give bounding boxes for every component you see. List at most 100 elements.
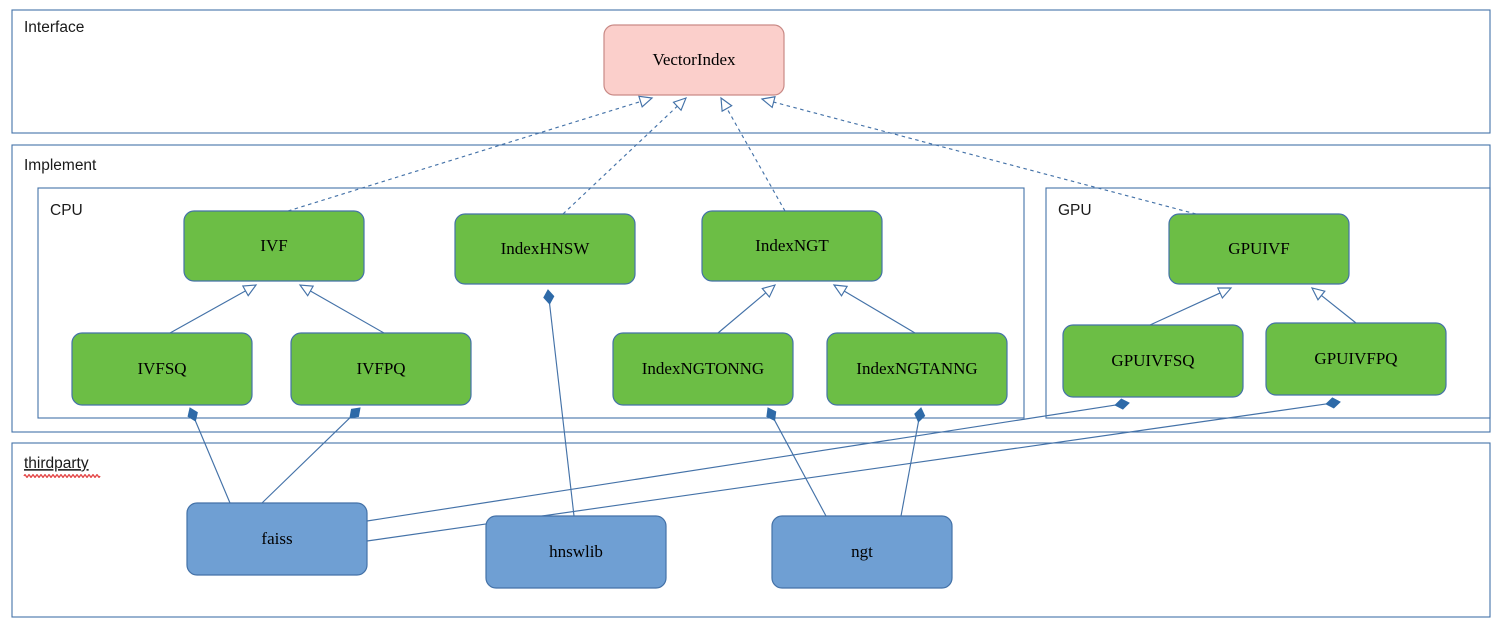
edge-line-gpuivfpq-gpuivf xyxy=(1320,294,1357,324)
edge-line-ivfpq-ivf xyxy=(309,289,385,334)
composition-diamond-icon xyxy=(1114,398,1130,410)
class-box-indexngtanng[interactable] xyxy=(826,332,1008,406)
edge-faiss-gpuivfsq xyxy=(366,398,1130,522)
class-label-gpuivf: GPUIVF xyxy=(1228,239,1289,258)
class-node-hnswlib[interactable]: hnswlib xyxy=(485,515,667,589)
class-box-ivfsq[interactable] xyxy=(71,332,253,406)
edge-line-faiss-gpuivfsq xyxy=(366,404,1117,522)
class-box-gpuivf[interactable] xyxy=(1168,213,1350,285)
package-label-gpu: GPU xyxy=(1058,202,1092,219)
class-box-indexhnsw[interactable] xyxy=(454,213,636,285)
class-box-gpuivfpq[interactable] xyxy=(1265,322,1447,396)
edge-line-indexngtanng-indexngt xyxy=(843,290,916,334)
class-node-indexngtanng[interactable]: IndexNGTANNG xyxy=(826,332,1008,406)
composition-diamond-icon xyxy=(1325,397,1341,409)
edge-line-hnswlib-indexhnsw xyxy=(548,302,575,517)
class-label-faiss: faiss xyxy=(261,529,292,548)
class-box-ngt[interactable] xyxy=(771,515,953,589)
edge-faiss-ivfpq xyxy=(261,407,361,504)
inheritance-arrowhead-icon xyxy=(298,284,315,297)
class-node-ngt[interactable]: ngt xyxy=(771,515,953,589)
inheritance-arrowhead-icon xyxy=(832,284,849,297)
class-box-gpuivfsq[interactable] xyxy=(1062,324,1244,398)
package-label-interface: Interface xyxy=(24,19,84,36)
inheritance-arrowhead-icon xyxy=(1310,287,1326,301)
spellcheck-squiggle-icon xyxy=(23,474,101,478)
class-box-faiss[interactable] xyxy=(186,502,368,576)
edge-hnswlib-indexhnsw xyxy=(543,289,575,517)
edge-gpuivfsq-gpuivf xyxy=(1149,287,1233,326)
edge-line-faiss-ivfpq xyxy=(261,416,352,504)
class-box-ivf[interactable] xyxy=(183,210,365,282)
inheritance-arrowhead-icon xyxy=(241,284,258,297)
package-label-thirdparty: thirdparty xyxy=(24,455,89,472)
inheritance-arrowhead-icon xyxy=(1216,287,1233,300)
class-label-indexngtanng: IndexNGTANNG xyxy=(856,359,977,378)
inheritance-arrowhead-icon xyxy=(672,97,688,112)
class-label-gpuivfsq: GPUIVFSQ xyxy=(1111,351,1194,370)
class-node-indexngtonng[interactable]: IndexNGTONNG xyxy=(612,332,794,406)
edge-ivf-vectorindex xyxy=(287,95,654,212)
composition-diamond-icon xyxy=(187,407,198,422)
class-label-ivfpq: IVFPQ xyxy=(356,359,405,378)
edge-indexhnsw-vectorindex xyxy=(562,97,688,215)
class-node-ivfsq[interactable]: IVFSQ xyxy=(71,332,253,406)
class-node-ivfpq[interactable]: IVFPQ xyxy=(290,332,472,406)
edge-indexngt-vectorindex xyxy=(720,96,786,212)
class-label-hnswlib: hnswlib xyxy=(549,542,603,561)
class-label-indexngt: IndexNGT xyxy=(755,236,829,255)
edge-line-faiss-ivfsq xyxy=(194,419,231,504)
edge-line-gpuivf-vectorindex xyxy=(772,101,1197,215)
class-label-indexhnsw: IndexHNSW xyxy=(501,239,591,258)
edge-ngt-indexngtonng xyxy=(766,407,827,517)
class-box-hnswlib[interactable] xyxy=(485,515,667,589)
class-node-vectorindex[interactable]: VectorIndex xyxy=(603,24,785,96)
edge-indexngtonng-indexngt xyxy=(717,284,777,334)
composition-diamond-icon xyxy=(766,407,777,422)
edge-line-ngt-indexngtonng xyxy=(773,419,827,517)
class-label-ivf: IVF xyxy=(260,236,287,255)
edge-line-gpuivfsq-gpuivf xyxy=(1149,292,1222,326)
edge-line-ivfsq-ivf xyxy=(169,289,247,334)
edge-indexngtanng-indexngt xyxy=(832,284,916,334)
edge-gpuivfpq-gpuivf xyxy=(1310,287,1357,324)
class-node-gpuivfpq[interactable]: GPUIVFPQ xyxy=(1265,322,1447,396)
edge-line-ivf-vectorindex xyxy=(287,100,642,212)
relationship-edges xyxy=(169,95,1357,542)
class-node-faiss[interactable]: faiss xyxy=(186,502,368,576)
edge-line-indexhnsw-vectorindex xyxy=(562,105,679,215)
edge-faiss-ivfsq xyxy=(187,407,231,504)
edge-gpuivf-vectorindex xyxy=(760,96,1197,215)
composition-diamond-icon xyxy=(914,407,926,423)
package-label-implement: Implement xyxy=(24,157,97,174)
class-box-indexngt[interactable] xyxy=(701,210,883,282)
inheritance-arrowhead-icon xyxy=(760,96,776,109)
composition-diamond-icon xyxy=(349,407,361,419)
class-box-vectorindex[interactable] xyxy=(603,24,785,96)
class-label-ngt: ngt xyxy=(851,542,873,561)
class-node-gpuivfsq[interactable]: GPUIVFSQ xyxy=(1062,324,1244,398)
class-box-ivfpq[interactable] xyxy=(290,332,472,406)
class-box-indexngtonng[interactable] xyxy=(612,332,794,406)
edge-ngt-indexngtanng xyxy=(900,407,926,517)
class-label-indexngtonng: IndexNGTONNG xyxy=(642,359,764,378)
edge-line-ngt-indexngtanng xyxy=(900,420,920,517)
composition-diamond-icon xyxy=(543,289,555,305)
edge-line-indexngtonng-indexngt xyxy=(717,291,767,334)
class-node-gpuivf[interactable]: GPUIVF xyxy=(1168,213,1350,285)
class-label-gpuivfpq: GPUIVFPQ xyxy=(1314,349,1397,368)
edge-line-indexngt-vectorindex xyxy=(725,107,786,212)
inheritance-arrowhead-icon xyxy=(761,284,777,298)
class-node-ivf[interactable]: IVF xyxy=(183,210,365,282)
edge-ivfpq-ivf xyxy=(298,284,385,334)
inheritance-arrowhead-icon xyxy=(638,95,654,108)
edge-ivfsq-ivf xyxy=(169,284,258,334)
class-label-ivfsq: IVFSQ xyxy=(137,359,186,378)
class-node-indexhnsw[interactable]: IndexHNSW xyxy=(454,213,636,285)
package-label-cpu: CPU xyxy=(50,202,83,219)
class-node-indexngt[interactable]: IndexNGT xyxy=(701,210,883,282)
class-label-vectorindex: VectorIndex xyxy=(652,50,736,69)
